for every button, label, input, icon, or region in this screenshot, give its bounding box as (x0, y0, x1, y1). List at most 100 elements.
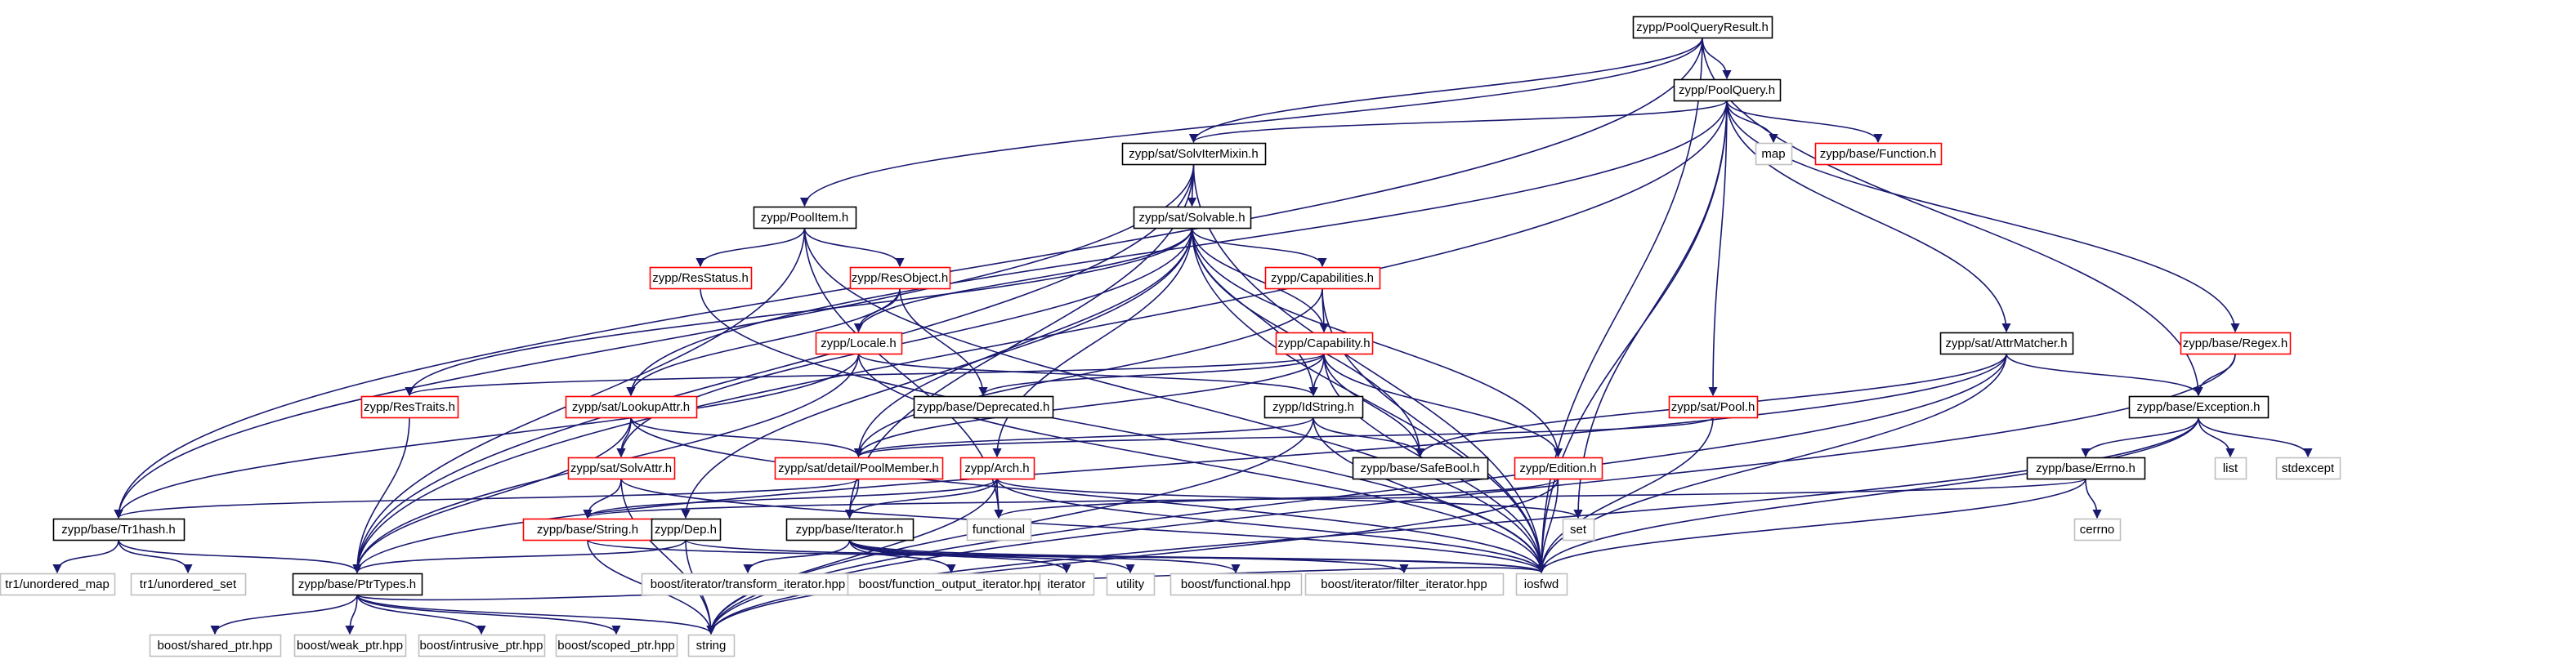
node-box-solvattr (567, 457, 676, 480)
edge-dep-to-ptrtypes (352, 539, 686, 574)
edge-solvable-to-locale (853, 227, 1193, 333)
node-label-string: zypp/base/String.h (537, 523, 638, 537)
node-poolquery[interactable]: zypp/PoolQuery.h (1673, 78, 1782, 102)
node-box-intrusive-ptr (418, 634, 546, 657)
node-label-intrusive-ptr: boost/intrusive_ptr.hpp (420, 639, 543, 653)
node-safebool[interactable]: zypp/base/SafeBool.h (1352, 457, 1489, 480)
node-box-poolquery (1673, 78, 1782, 102)
node-dep[interactable]: zypp/Dep.h (651, 518, 722, 541)
edge-arch-to-iosfwd (996, 478, 1546, 574)
nodes-layer: zypp/PoolQueryResult.h zypp/PoolQuery.h zy… (0, 16, 2341, 657)
node-box-attrmatcher (1939, 332, 2074, 355)
node-box-functional (966, 518, 1032, 541)
node-label-pool: zypp/sat/Pool.h (1671, 400, 1755, 414)
node-iterator[interactable]: zypp/base/Iterator.h (785, 518, 915, 541)
edge-solvable-to-restraits (405, 227, 1193, 397)
node-label-resobject: zypp/ResObject.h (852, 271, 948, 285)
edge-poolquery-to-regex (1726, 100, 2240, 333)
node-weak-ptr: boost/weak_ptr.hpp (293, 634, 407, 657)
node-box-weak-ptr (293, 634, 407, 657)
edge-capability-to-restraits (405, 353, 1325, 397)
node-shared-ptr: boost/shared_ptr.hpp (149, 634, 282, 657)
node-box-filter-iterator (1304, 573, 1505, 596)
node-deprecated[interactable]: zypp/base/Deprecated.h (913, 395, 1054, 419)
node-restraits[interactable]: zypp/ResTraits.h (360, 395, 459, 419)
node-capabilities[interactable]: zypp/Capabilities.h (1264, 266, 1381, 290)
node-pool[interactable]: zypp/sat/Pool.h (1668, 395, 1759, 419)
edge-locale-to-tr1hash (114, 353, 860, 519)
node-label-transform-iterator: boost/iterator/transform_iterator.hpp (651, 577, 845, 591)
edge-arch-to-iterator (844, 478, 998, 519)
node-errno[interactable]: zypp/base/Errno.h (2026, 457, 2146, 480)
node-box-capability (1275, 332, 1374, 355)
node-tr1hash[interactable]: zypp/base/Tr1hash.h (52, 518, 186, 541)
node-label-lookupattr: zypp/sat/LookupAttr.h (572, 400, 690, 414)
node-poolitem[interactable]: zypp/PoolItem.h (753, 206, 857, 230)
node-box-lookupattr (565, 395, 698, 419)
node-poolqueryresult[interactable]: zypp/PoolQueryResult.h (1632, 16, 1773, 39)
node-locale[interactable]: zypp/Locale.h (815, 332, 903, 355)
edge-resobject-to-lookupattr (626, 287, 901, 397)
node-label-resstatus: zypp/ResStatus.h (652, 271, 749, 285)
edge-solvattr-to-iosfwd (620, 478, 1546, 574)
node-resobject[interactable]: zypp/ResObject.h (849, 266, 951, 290)
edge-errno-to-iosfwd (1536, 478, 2086, 574)
edge-tr1hash-to-unordered-set (118, 539, 193, 574)
node-label-solvitermixin: zypp/sat/SolvIterMixin.h (1129, 147, 1258, 161)
node-label-shared-ptr: boost/shared_ptr.hpp (158, 639, 273, 653)
edge-locale-to-iosfwd (857, 353, 1546, 574)
node-exception[interactable]: zypp/base/Exception.h (2128, 395, 2270, 419)
node-label-poolmember: zypp/sat/detail/PoolMember.h (778, 461, 939, 475)
node-set: set (1562, 518, 1595, 541)
node-label-filter-iterator: boost/iterator/filter_iterator.hpp (1321, 577, 1487, 591)
node-capability[interactable]: zypp/Capability.h (1275, 332, 1374, 355)
node-box-safebool (1352, 457, 1489, 480)
node-idstring[interactable]: zypp/IdString.h (1263, 395, 1364, 419)
edge-poolquery-to-iosfwd (1536, 100, 1728, 574)
node-label-dep: zypp/Dep.h (655, 523, 717, 537)
edge-solvable-to-edition (1191, 227, 1563, 458)
edge-arch-to-functional (994, 478, 1004, 519)
node-unordered-map: tr1/unordered_map (0, 573, 116, 596)
node-unordered-set: tr1/unordered_set (130, 573, 247, 596)
edge-poolquery-to-set (1573, 100, 1728, 519)
node-ptrtypes[interactable]: zypp/base/PtrTypes.h (292, 573, 423, 596)
edge-restraits-to-ptrtypes (352, 417, 410, 574)
edge-exception-to-string (706, 417, 2199, 635)
node-label-capabilities: zypp/Capabilities.h (1271, 271, 1374, 285)
node-label-poolqueryresult: zypp/PoolQueryResult.h (1636, 20, 1769, 34)
edge-arch-to-string (583, 478, 998, 519)
node-lookupattr[interactable]: zypp/sat/LookupAttr.h (565, 395, 698, 419)
node-utility: utility (1106, 573, 1156, 596)
node-box-scoped-ptr (555, 634, 678, 657)
node-function[interactable]: zypp/base/Function.h (1814, 142, 1943, 166)
node-solvable[interactable]: zypp/sat/Solvable.h (1133, 206, 1252, 230)
edge-poolitem-to-resobject (803, 227, 905, 268)
node-edition[interactable]: zypp/Edition.h (1514, 457, 1603, 480)
node-box-errno (2026, 457, 2146, 480)
node-box-unordered-map (0, 573, 116, 596)
edge-exception-to-errno (2081, 417, 2199, 458)
edge-solvable-to-poolmember (853, 227, 1193, 458)
edge-ptrtypes-to-scoped-ptr (356, 594, 621, 635)
node-iosfwd: iosfwd (1515, 573, 1568, 596)
edge-solvitermixin-to-ptrtypes (352, 163, 1195, 574)
node-function-output-iterator: boost/function_output_iterator.hpp (847, 573, 1057, 596)
node-label-function: zypp/base/Function.h (1820, 147, 1937, 161)
node-solvattr[interactable]: zypp/sat/SolvAttr.h (567, 457, 676, 480)
edge-ptrtypes-to-weak-ptr (345, 594, 358, 635)
node-resstatus[interactable]: zypp/ResStatus.h (649, 266, 753, 290)
node-string[interactable]: zypp/base/String.h (522, 518, 654, 541)
node-intrusive-ptr: boost/intrusive_ptr.hpp (418, 634, 546, 657)
node-poolmember[interactable]: zypp/sat/detail/PoolMember.h (774, 457, 944, 480)
node-box-utility (1106, 573, 1156, 596)
node-arch[interactable]: zypp/Arch.h (959, 457, 1035, 480)
edge-regex-to-exception (2194, 353, 2236, 397)
node-regex[interactable]: zypp/base/Regex.h (2180, 332, 2292, 355)
node-box-iosfwd (1515, 573, 1568, 596)
node-solvitermixin[interactable]: zypp/sat/SolvIterMixin.h (1121, 142, 1267, 166)
node-box-transform-iterator (641, 573, 856, 596)
node-box-cerrno (2073, 518, 2122, 541)
node-attrmatcher[interactable]: zypp/sat/AttrMatcher.h (1939, 332, 2074, 355)
node-box-string (522, 518, 654, 541)
